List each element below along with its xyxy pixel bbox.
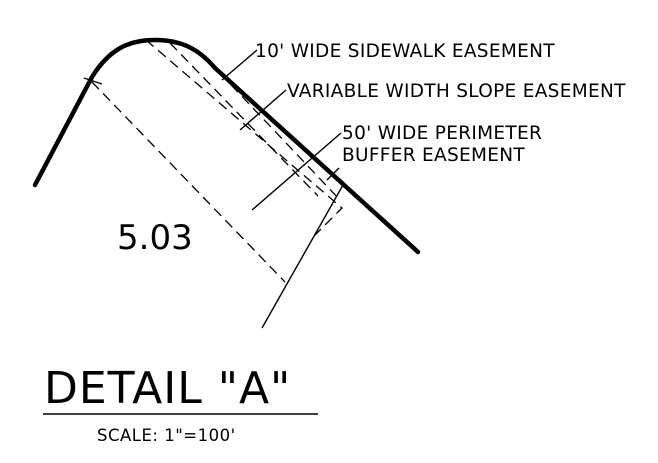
detail-title: DETAIL "A" (44, 363, 291, 414)
buffer-easement-outer-line (145, 39, 343, 236)
scale-label: SCALE: 1"=100' (97, 426, 236, 445)
boundary-tick-left (83, 77, 103, 85)
area-label: 5.03 (117, 218, 193, 258)
buffer-easement-label-line2: BUFFER EASEMENT (342, 145, 525, 166)
buffer-leader-line (251, 132, 342, 211)
sidewalk-leader-line (221, 49, 258, 81)
slope-easement-line (169, 42, 319, 197)
buffer-easement-label-line1: 50' WIDE PERIMETER (342, 123, 542, 144)
buffer-easement-inner-line (91, 81, 286, 283)
boundary-tick-right (326, 167, 340, 181)
slope-easement-label: VARIABLE WIDTH SLOPE EASEMENT (287, 81, 626, 102)
easement-limit-line (261, 184, 344, 329)
slope-leader-line (239, 89, 287, 131)
sidewalk-easement-label: 10' WIDE SIDEWALK EASEMENT (255, 41, 555, 62)
sidewalk-easement-line (197, 49, 341, 201)
